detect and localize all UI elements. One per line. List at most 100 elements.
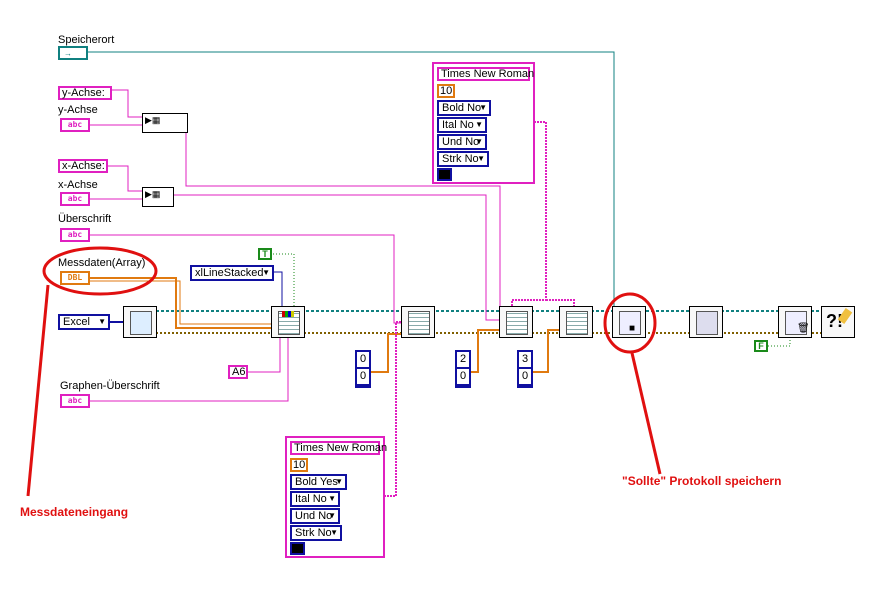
y-achse-terminal[interactable]: abc [60,118,90,132]
false-constant[interactable]: F [754,340,768,352]
wire-messdaten [90,277,273,329]
xl-linestacked-ring[interactable]: xlLineStacked [190,265,274,281]
font-size-top[interactable]: 10 [437,84,455,98]
italic-ring-bottom[interactable]: Ital No [290,491,340,507]
annotation-protokoll: "Sollte" Protokoll speichern [622,474,782,488]
print-node[interactable] [689,306,723,338]
bold-ring-top[interactable]: Bold No [437,100,491,116]
underline-ring-top[interactable]: Und No [437,134,487,150]
color-box-bottom[interactable] [290,542,305,555]
floppy-icon: ■ [629,323,636,334]
window-icon [696,311,718,335]
wire-speicherort [88,51,615,306]
annotation-ellipse-protokoll [603,292,657,354]
wire-false [768,336,791,347]
number-pair-1-b: 0 [357,369,369,384]
concat-icon: ▶▦ [145,115,161,125]
wire-a6 [248,338,281,373]
path-icon: → [64,49,72,58]
wire-y-const [112,89,142,118]
strike-value-bottom: Strk No [295,527,332,539]
font-name-bottom[interactable]: Times New Roman [290,441,387,455]
strike-ring-top[interactable]: Strk No [437,151,489,167]
bar-chart-icon [282,311,294,317]
ueberschrift-label: Überschrift [58,213,112,225]
save-report-node[interactable]: ■ [612,306,646,338]
chart-icon [278,311,300,335]
xl-ring-value: xlLineStacked [195,267,264,279]
number-pair-1-a: 0 [357,352,369,367]
a6-constant[interactable]: A6 [228,365,248,379]
wire-true [270,253,295,306]
graphen-ueberschrift-label: Graphen-Überschrift [60,380,160,392]
concat-node-y[interactable]: ▶▦ [142,113,188,133]
bold-value-bottom: Bold Yes [295,476,338,488]
font-cluster-bottom[interactable]: Times New Roman 10 Bold Yes Ital No Und … [285,436,387,558]
concat-node-x[interactable]: ▶▦ [142,187,174,207]
open-report-node[interactable] [123,306,157,338]
y-achse-constant[interactable]: y-Achse: [58,86,112,100]
wire-y-out [185,122,501,306]
x-achse-constant[interactable]: x-Achse: [58,159,108,173]
speicherort-path-terminal[interactable]: → [58,46,88,60]
concat-icon: ▶▦ [145,189,161,199]
underline-ring-bottom[interactable]: Und No [290,508,340,524]
format-table-icon [506,311,528,335]
font-cluster-top[interactable]: Times New Roman 10 Bold No Ital No Und N… [432,62,535,184]
wire-x-const [108,165,142,192]
messdaten-terminal[interactable]: DBL [60,271,90,285]
error-handler-node[interactable]: ?! [821,306,855,338]
y-achse-label: y-Achse [58,104,98,116]
strike-ring-bottom[interactable]: Strk No [290,525,342,541]
wire-num1 [370,333,402,373]
insert-table-node[interactable] [401,306,435,338]
graphen-ueberschrift-terminal[interactable]: abc [60,394,90,408]
table-icon [408,311,430,335]
wire-graphen [90,338,289,402]
messdaten-label: Messdaten(Array) [58,257,146,269]
ueberschrift-terminal[interactable]: abc [60,228,90,242]
excel-chart-node[interactable] [271,306,305,338]
save-icon [619,311,641,335]
trash-icon: 🗑 [797,323,810,334]
wire-num3 [532,329,560,373]
annotation-ellipse-messdaten [42,246,158,296]
wire-x-out [172,194,500,321]
font-name-top[interactable]: Times New Roman [437,67,534,81]
underline-value-top: Und No [442,136,480,148]
italic-value-bottom: Ital No [295,493,327,505]
excel-ring[interactable]: Excel [58,314,110,330]
report-icon [130,311,152,335]
wire-messdaten-2 [90,280,273,325]
wire-xl [274,271,283,306]
number-pair-2-a: 2 [457,352,469,367]
color-box-top[interactable] [437,168,452,181]
annotation-pointer-protokoll [630,352,662,475]
number-pair-2[interactable]: 2 0 [455,350,471,388]
number-pair-1[interactable]: 0 0 [355,350,371,388]
true-constant[interactable]: T [258,248,272,260]
wire-num2 [470,329,500,373]
wire-font-bottom [384,321,402,497]
dispose-icon [785,311,807,335]
annotation-messdateneingang: Messdateneingang [20,505,129,519]
speicherort-label: Speicherort [58,34,115,46]
close-report-node[interactable]: 🗑 [778,306,812,338]
italic-ring-top[interactable]: Ital No [437,117,487,133]
underline-value-bottom: Und No [295,510,333,522]
number-pair-3-b: 0 [519,369,531,384]
font-size-bottom[interactable]: 10 [290,458,308,472]
format-node-2[interactable] [559,306,593,338]
bold-ring-bottom[interactable]: Bold Yes [290,474,347,490]
number-pair-3[interactable]: 3 0 [517,350,533,388]
italic-value-top: Ital No [442,119,474,131]
strike-value-top: Strk No [442,153,479,165]
number-pair-3-a: 3 [519,352,531,367]
format-node-1[interactable] [499,306,533,338]
annotation-pointer-messdaten [26,284,50,497]
bold-value-top: Bold No [442,102,482,114]
x-achse-label: x-Achse [58,179,98,191]
excel-ring-value: Excel [63,316,90,328]
x-achse-terminal[interactable]: abc [60,192,90,206]
format-table-icon [566,311,588,335]
